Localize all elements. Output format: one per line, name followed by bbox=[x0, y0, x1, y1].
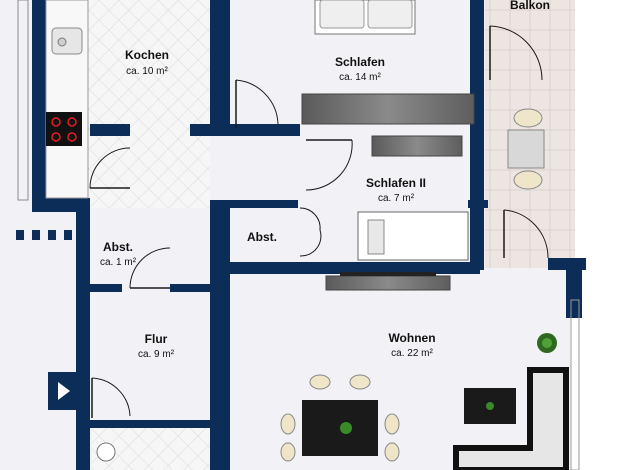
room-size: ca. 10 m² bbox=[126, 66, 168, 77]
kitchen-tiles bbox=[88, 0, 210, 208]
stove-icon bbox=[46, 112, 82, 146]
dining-set bbox=[280, 374, 400, 462]
sofa bbox=[453, 367, 569, 470]
room-size: ca. 7 m² bbox=[378, 193, 415, 204]
door-swings bbox=[89, 25, 549, 418]
tv-screen bbox=[340, 272, 436, 276]
room-abst-1: Abst. ca. 1 m² bbox=[100, 240, 137, 268]
room-size: ca. 22 m² bbox=[391, 348, 433, 359]
room-name: Kochen bbox=[125, 48, 169, 62]
wardrobe bbox=[301, 93, 475, 125]
toilet-icon bbox=[96, 442, 116, 462]
room-name: Schlafen bbox=[335, 55, 385, 69]
room-size: ca. 1 m² bbox=[100, 257, 137, 268]
bed-main bbox=[314, 0, 416, 35]
room-kochen: Kochen ca. 10 m² bbox=[125, 48, 169, 77]
room-name: Schlafen II bbox=[366, 176, 426, 190]
room-balkon: Balkon bbox=[510, 0, 550, 12]
room-flur: Flur ca. 9 m² bbox=[138, 332, 175, 360]
room-name: Wohnen bbox=[388, 331, 435, 345]
room-name: Abst. bbox=[247, 230, 277, 244]
room-size: ca. 14 m² bbox=[339, 72, 381, 83]
walls bbox=[32, 0, 586, 470]
room-size: ca. 9 m² bbox=[138, 349, 175, 360]
room-name: Flur bbox=[145, 332, 168, 346]
room-name: Balkon bbox=[510, 0, 550, 12]
room-abst-2: Abst. bbox=[247, 230, 277, 244]
balcony-table-set bbox=[507, 108, 545, 190]
room-wohnen: Wohnen ca. 22 m² bbox=[388, 331, 435, 359]
tv-board bbox=[325, 275, 451, 291]
room-name: Abst. bbox=[103, 240, 133, 254]
kitchen-counter bbox=[45, 0, 89, 199]
room-schlafen: Schlafen ca. 14 m² bbox=[335, 55, 385, 83]
bed-small bbox=[357, 211, 469, 261]
room-schlafen-ii: Schlafen II ca. 7 m² bbox=[366, 176, 426, 204]
plant-icon bbox=[537, 333, 557, 353]
window-marks bbox=[16, 0, 580, 470]
entrance-arrow-icon bbox=[48, 372, 76, 410]
dresser bbox=[371, 135, 463, 157]
